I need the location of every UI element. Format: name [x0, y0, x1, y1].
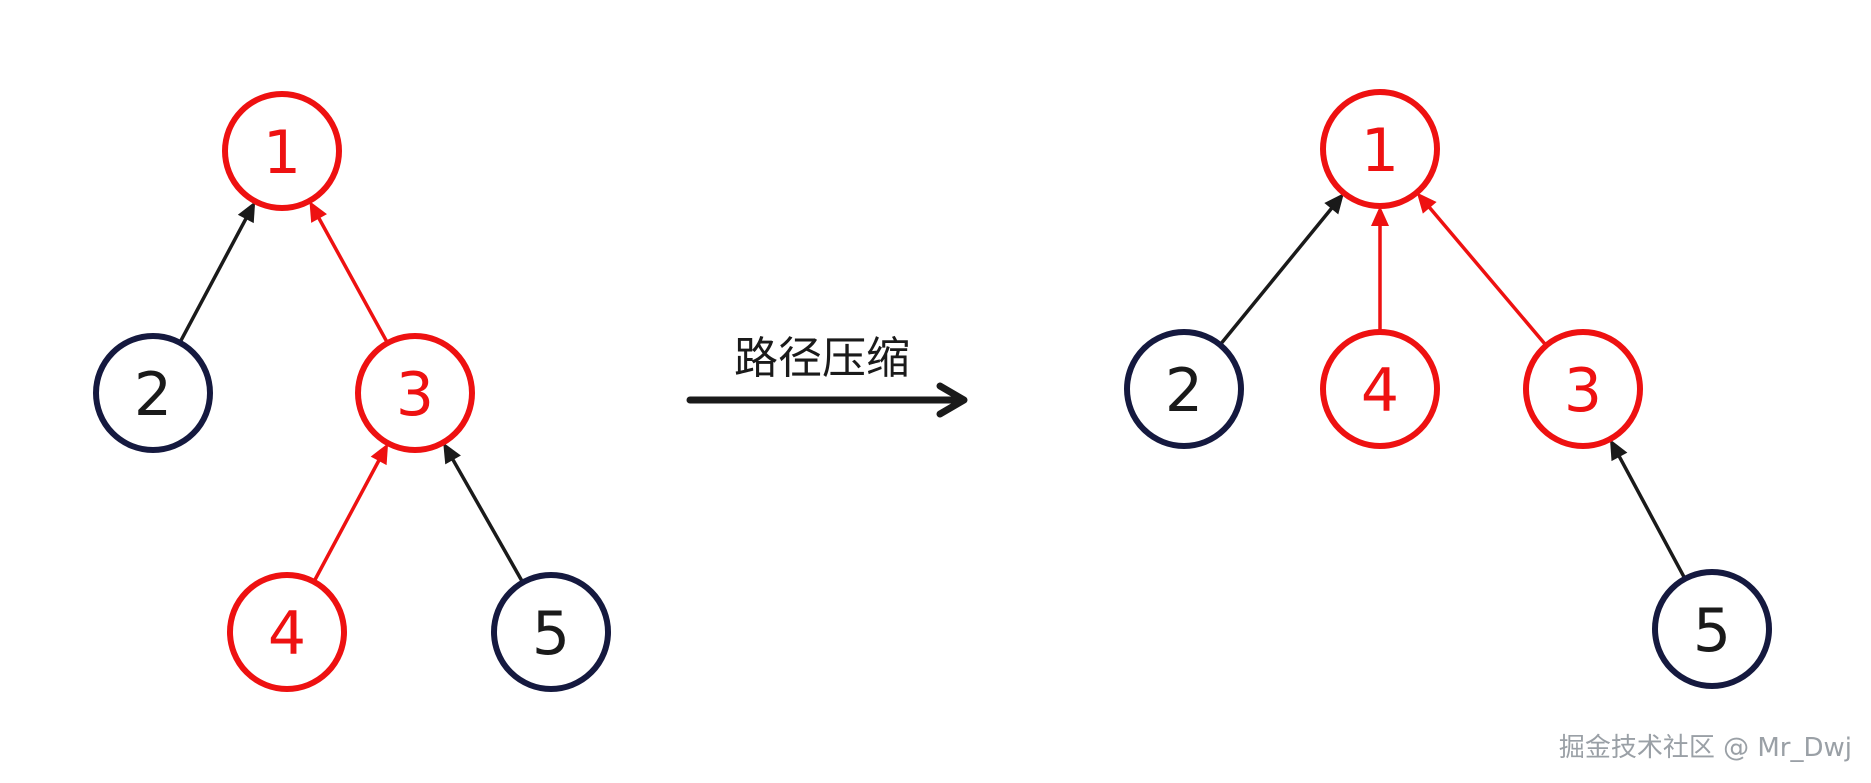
- node-circle: [222, 91, 342, 211]
- edge-b5-to-b3: [443, 442, 525, 584]
- edge-line: [1218, 205, 1334, 346]
- edge-a2-to-a1: [1218, 193, 1344, 346]
- transform-arrow: [686, 382, 968, 418]
- edge-arrowhead: [1324, 193, 1344, 215]
- diagram-caption: 路径压缩: [734, 333, 910, 384]
- node-4: 4: [227, 572, 347, 692]
- node-label: 5: [532, 599, 570, 669]
- edge-a4-to-a1: [1371, 206, 1389, 332]
- node-circle: [1124, 329, 1244, 449]
- node-circle: [227, 572, 347, 692]
- edge-b3-to-b1: [309, 200, 390, 344]
- nodes-layer: 1 2 3 4 5 1 2 4 3 5: [93, 89, 1772, 692]
- node-label: 4: [268, 599, 306, 669]
- edge-line: [178, 216, 249, 344]
- edge-b2-to-b1: [178, 201, 256, 344]
- edge-line: [450, 457, 525, 584]
- node-label: 4: [1361, 356, 1399, 426]
- edge-arrowhead: [443, 442, 461, 465]
- node-label: 3: [396, 360, 434, 430]
- node-1: 1: [1320, 89, 1440, 209]
- node-2: 2: [93, 333, 213, 453]
- node-label: 5: [1693, 596, 1731, 666]
- edge-a3-to-a1: [1416, 192, 1548, 347]
- edge-a5-to-a3: [1609, 439, 1687, 580]
- node-label: 3: [1564, 356, 1602, 426]
- node-label: 2: [134, 360, 172, 430]
- edges-layer: [178, 192, 1687, 584]
- node-circle: [1523, 329, 1643, 449]
- node-label: 1: [1361, 116, 1399, 186]
- edge-arrowhead: [309, 200, 327, 223]
- edge-b4-to-b3: [312, 443, 389, 583]
- edge-arrowhead: [1416, 192, 1437, 214]
- node-circle: [1320, 89, 1440, 209]
- node-3: 3: [355, 333, 475, 453]
- node-3: 3: [1523, 329, 1643, 449]
- node-5: 5: [491, 572, 611, 692]
- node-1: 1: [222, 91, 342, 211]
- edge-line: [316, 215, 390, 344]
- edge-arrowhead: [237, 201, 256, 224]
- node-circle: [355, 333, 475, 453]
- edge-line: [1616, 454, 1687, 580]
- node-circle: [1652, 569, 1772, 689]
- edge-line: [1427, 205, 1548, 347]
- node-5: 5: [1652, 569, 1772, 689]
- edge-arrowhead: [1371, 206, 1389, 226]
- node-2: 2: [1124, 329, 1244, 449]
- node-circle: [1320, 329, 1440, 449]
- transform-arrow-head: [936, 382, 968, 418]
- edge-line: [312, 458, 382, 583]
- watermark-text: 掘金技术社区 @ Mr_Dwj: [1559, 733, 1852, 763]
- edge-arrowhead: [370, 443, 389, 466]
- node-label: 2: [1165, 356, 1203, 426]
- node-4: 4: [1320, 329, 1440, 449]
- edge-arrowhead: [1609, 439, 1628, 462]
- node-circle: [491, 572, 611, 692]
- node-circle: [93, 333, 213, 453]
- node-label: 1: [263, 118, 301, 188]
